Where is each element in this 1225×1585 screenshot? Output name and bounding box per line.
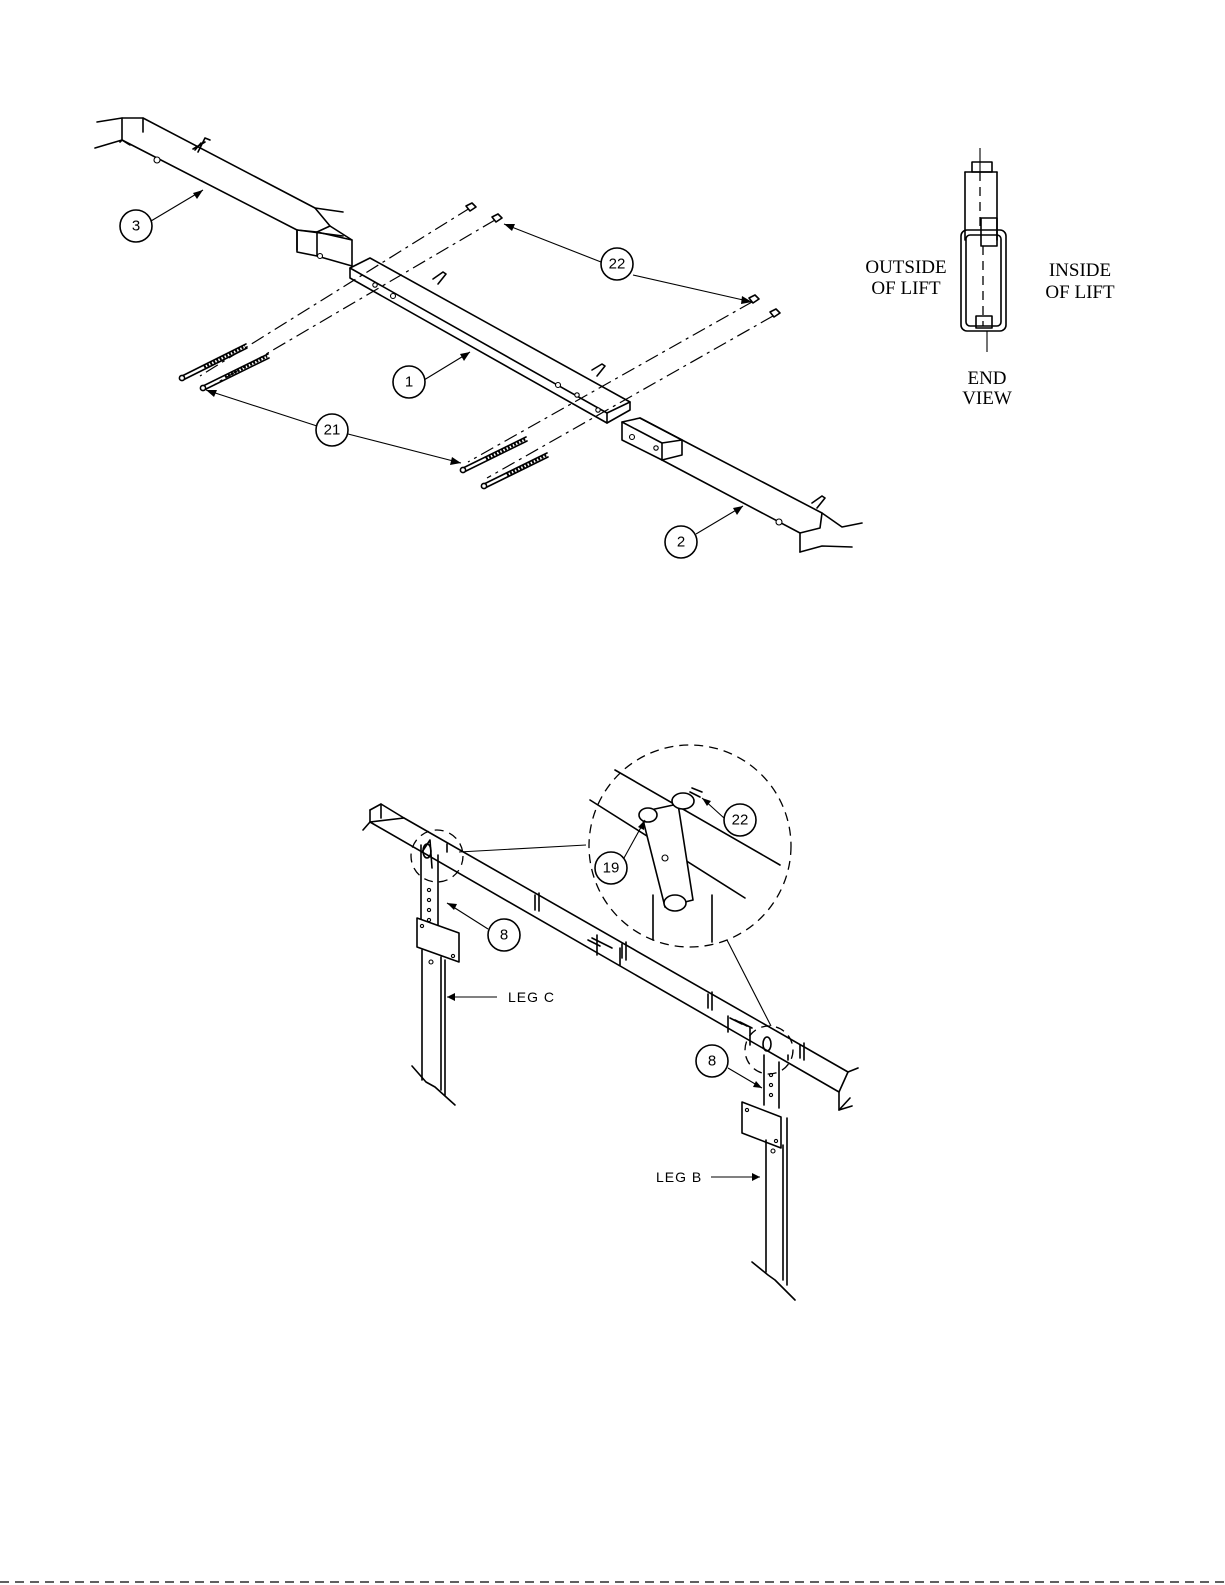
callout-2: 2 (665, 526, 697, 558)
end-view-detail: OUTSIDE OF LIFT INSIDE OF LIFT END VIEW (865, 148, 1115, 409)
crossbar (363, 804, 858, 1110)
callout-8-right: 8 (696, 1045, 728, 1077)
end-view-caption-line1: END (967, 368, 1006, 389)
callout-22-bottom-label: 22 (732, 812, 749, 829)
callout-8-left-label: 8 (500, 927, 508, 944)
leg-b-label: LEG B (656, 1169, 702, 1185)
callout-8-left: 8 (488, 919, 520, 951)
magnified-detail (589, 745, 791, 947)
outside-of-lift-line2: OF LIFT (871, 278, 941, 299)
leg-c-label: LEG C (508, 989, 555, 1005)
outside-of-lift-line1: OUTSIDE (865, 257, 946, 278)
callout-22-top-label: 22 (609, 256, 626, 273)
leg-c (412, 840, 459, 1105)
callout-22-bottom: 22 (724, 804, 756, 836)
callout-22-top: 22 (601, 248, 633, 280)
part-3-tube (95, 118, 352, 266)
callout-1-label: 1 (405, 374, 413, 391)
part-2-tube (622, 418, 862, 552)
callout-19: 19 (595, 852, 627, 884)
callout-3: 3 (120, 210, 152, 242)
callout-19-label: 19 (603, 860, 620, 877)
inside-of-lift-line1: INSIDE (1049, 260, 1111, 281)
callout-1: 1 (393, 366, 425, 398)
callout-8-right-label: 8 (708, 1053, 716, 1070)
frame-assembly-figure: 19 22 8 8 LEG C LEG B (363, 745, 858, 1300)
inside-of-lift-line2: OF LIFT (1045, 282, 1115, 303)
callout-21-label: 21 (324, 422, 341, 439)
leg-b (742, 1037, 795, 1300)
part-1-tube (350, 258, 630, 423)
callout-2-label: 2 (677, 534, 685, 551)
callout-21: 21 (316, 414, 348, 446)
callout-3-label: 3 (132, 218, 140, 235)
alignment-lines (200, 208, 773, 478)
exploded-crossbar-figure: 3 22 1 21 2 (95, 118, 862, 558)
end-view-caption-line2: VIEW (962, 388, 1012, 409)
leader-lines-top (151, 190, 752, 534)
bolt-21-icons (179, 344, 548, 489)
